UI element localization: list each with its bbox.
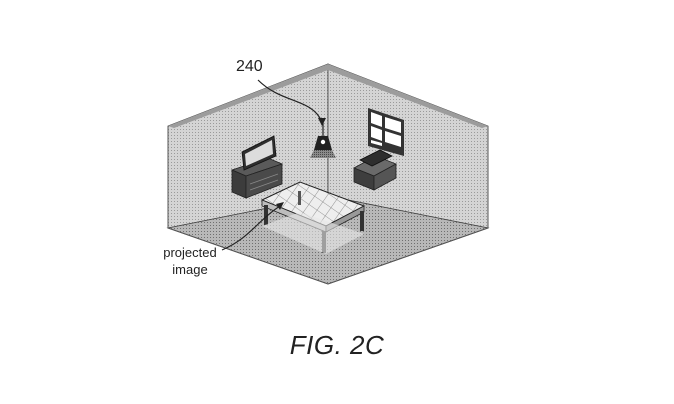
table-shadow bbox=[262, 212, 364, 254]
annotation-line-2: image bbox=[172, 262, 208, 277]
reference-numeral-240: 240 bbox=[236, 58, 263, 75]
window bbox=[368, 108, 404, 156]
annotation-leader-projected-image bbox=[221, 205, 281, 251]
tv-stand bbox=[230, 157, 284, 199]
wall-top-right-rim bbox=[328, 64, 488, 128]
figure-caption: FIG. 2C bbox=[289, 330, 385, 360]
reference-leader-240 bbox=[257, 79, 323, 123]
television bbox=[241, 135, 277, 171]
armchair bbox=[353, 149, 397, 191]
wall-top-left-rim bbox=[168, 64, 328, 128]
annotation-arrowhead-projected-image bbox=[276, 202, 284, 210]
reference-arrowhead-240 bbox=[318, 118, 326, 126]
annotation-line-1: projected bbox=[163, 245, 217, 260]
projected-image-annotation: projected image bbox=[150, 244, 230, 278]
projector-device bbox=[310, 120, 336, 158]
